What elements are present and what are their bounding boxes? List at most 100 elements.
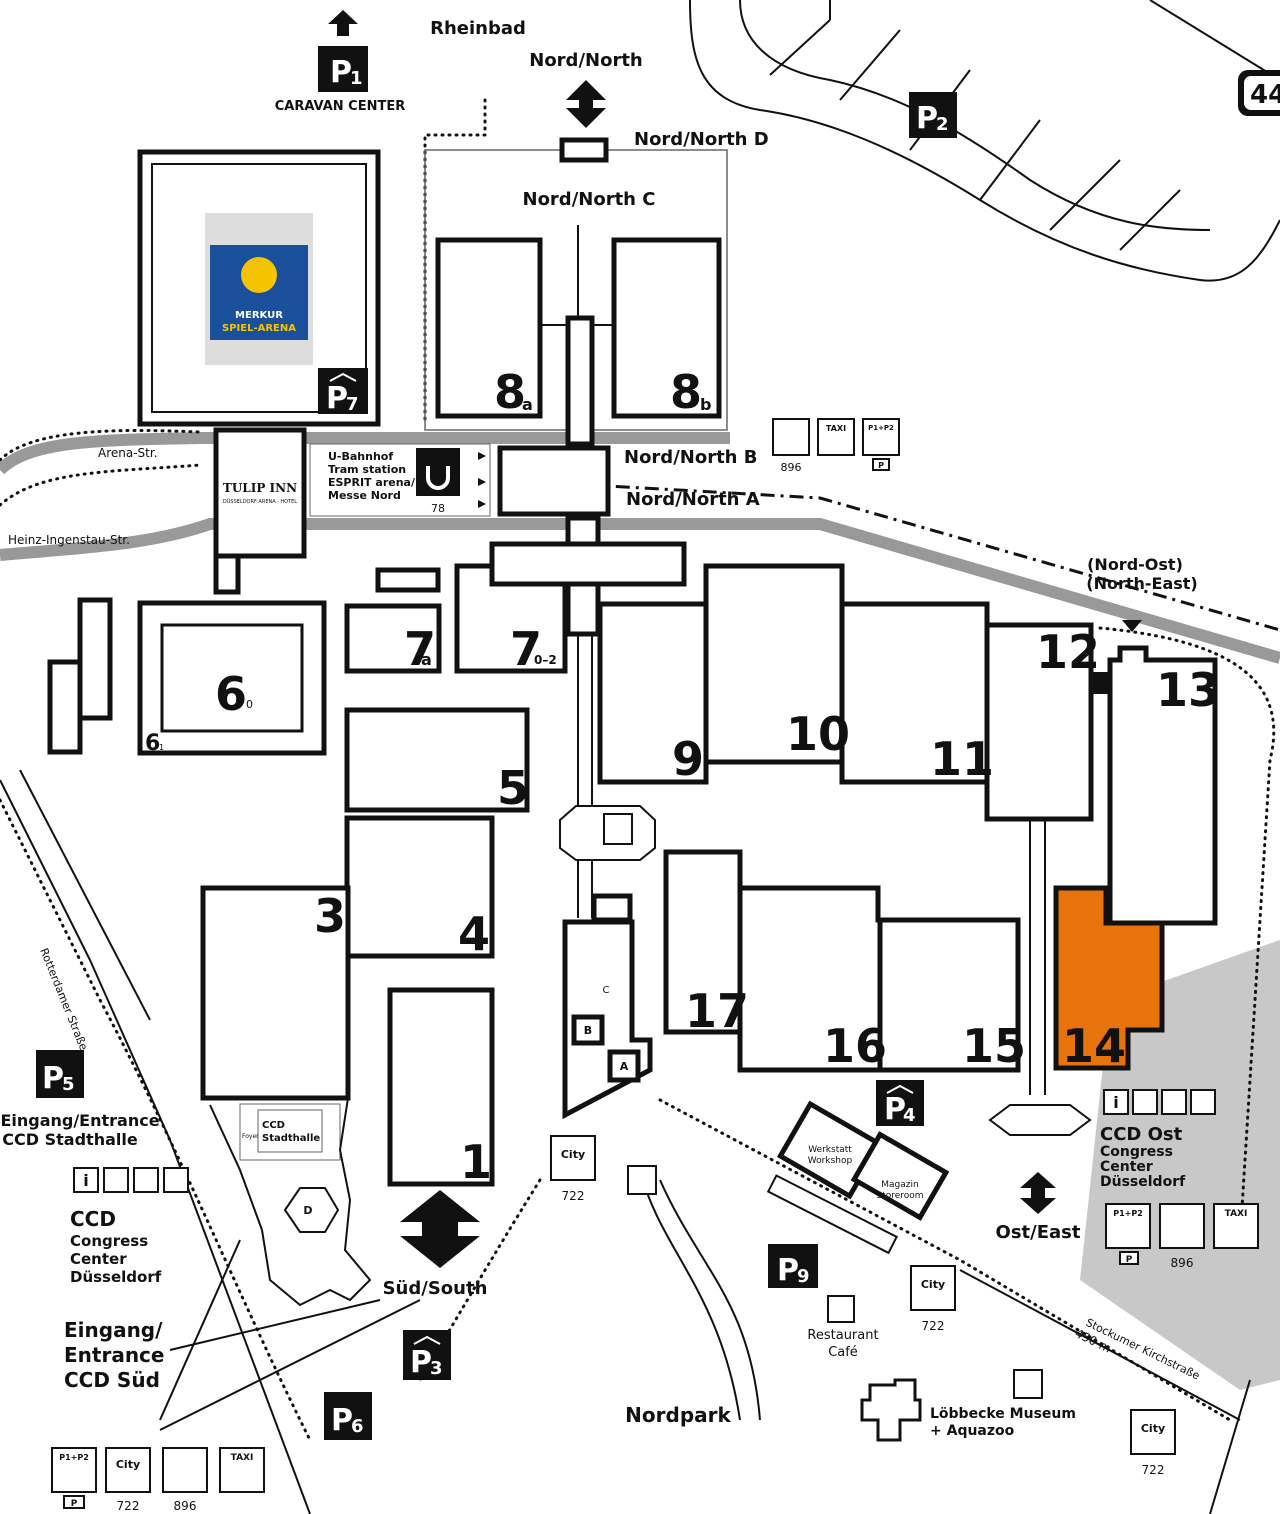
building-west-1 — [77, 597, 113, 721]
svg-text:P: P — [1126, 1255, 1133, 1265]
nord-north-label: Nord/North — [529, 50, 643, 71]
path-dots — [1098, 626, 1276, 1242]
hall-3-number: 3 — [314, 889, 346, 943]
hall-8a[interactable] — [435, 237, 543, 419]
workshop-label1: Werkstatt — [808, 1145, 852, 1155]
hall-1[interactable] — [387, 987, 495, 1187]
wheelchair-icon — [163, 1167, 189, 1193]
caravan-center-label: CARAVAN CENTER — [275, 99, 406, 114]
hall-13-number: 13 — [1156, 663, 1220, 717]
hall-6-sub: 0 — [246, 698, 253, 711]
parking-p3[interactable]: P3 — [403, 1330, 451, 1380]
hall-7a-sub: a — [421, 650, 432, 669]
parking-p1[interactable]: P1 — [318, 46, 368, 92]
svg-text:9: 9 — [797, 1266, 810, 1287]
hall-3[interactable] — [200, 885, 351, 1101]
ne-gate-icon — [1122, 620, 1142, 632]
south-gate-label: Süd/South — [383, 1278, 488, 1299]
hall-12[interactable] — [984, 622, 1094, 822]
hall-5[interactable] — [344, 707, 530, 813]
tulip-inn-annex — [213, 553, 241, 595]
svg-text:i: i — [83, 1171, 88, 1190]
parking-p7[interactable]: P7 — [318, 368, 368, 416]
hall-8b-sub: b — [700, 395, 711, 414]
luggage-icon — [1132, 1089, 1158, 1115]
block-b-label: B — [584, 1024, 592, 1037]
svg-text:i: i — [1113, 1093, 1118, 1112]
ccd-sued-line2: Entrance — [64, 1343, 164, 1367]
block-a — [607, 1049, 641, 1083]
svg-text:P: P — [71, 1499, 78, 1509]
svg-text:896: 896 — [1171, 1256, 1194, 1270]
foyer-label: Foyer — [242, 1133, 259, 1140]
svg-text:P: P — [916, 101, 938, 136]
shuttle-icon — [862, 418, 900, 456]
svg-text:4: 4 — [903, 1105, 916, 1126]
svg-text:722: 722 — [117, 1499, 140, 1513]
hall-1-number: 1 — [460, 1135, 492, 1189]
info-icon — [1103, 1089, 1129, 1115]
ccd-title: CCD — [70, 1207, 116, 1231]
ccd-line2: Center — [70, 1250, 127, 1268]
north-walkway — [565, 315, 595, 447]
arena-street — [0, 432, 730, 475]
block-d-label: D — [303, 1204, 312, 1217]
hall-10-number: 10 — [786, 707, 850, 761]
arena-inner — [151, 163, 367, 413]
hall-11[interactable] — [839, 601, 990, 785]
south-gate-arrow — [400, 1190, 480, 1268]
storeroom — [850, 1131, 950, 1221]
station-line3: ESPRIT arena/ — [328, 476, 416, 489]
nord-b-label: Nord/North B — [624, 447, 757, 468]
parking-p9[interactable]: P9 — [768, 1244, 818, 1288]
hall-5-number: 5 — [497, 761, 529, 815]
svg-text:P: P — [878, 461, 884, 470]
nord-c-label: Nord/North C — [523, 189, 656, 210]
svg-text:P: P — [777, 1253, 799, 1288]
arena-logo-line1: MERKUR — [235, 310, 283, 321]
ccd-ost-line2: Center — [1100, 1159, 1153, 1175]
east-gate-label: Ost/East — [996, 1222, 1081, 1243]
svg-text:TAXI: TAXI — [1225, 1209, 1248, 1219]
motorway-sign: 44 — [1238, 70, 1280, 116]
svg-text:896: 896 — [781, 461, 802, 474]
hall-6[interactable] — [137, 600, 327, 756]
svg-text:P: P — [410, 1345, 432, 1380]
parking-p6[interactable]: P6 — [324, 1392, 372, 1440]
hall-17-number: 17 — [685, 984, 749, 1038]
arena-street-label: Arena-Str. — [98, 446, 158, 460]
wheelchair-icon — [1190, 1089, 1216, 1115]
nordpark-path — [639, 1169, 761, 1421]
north-d-gate — [559, 137, 609, 163]
parking-p5[interactable]: P5 — [36, 1050, 84, 1098]
svg-text:722: 722 — [562, 1189, 585, 1203]
arena-logo-line2: SPIEL-ARENA — [222, 323, 296, 334]
hall-7-sub: 0–2 — [534, 653, 557, 667]
svg-text:1: 1 — [350, 68, 363, 89]
path-dots — [0, 798, 312, 1442]
hall-7-number: 7 — [510, 622, 542, 676]
parking-p4[interactable]: P4 — [876, 1080, 924, 1127]
storeroom-label1: Magazin — [881, 1180, 918, 1190]
cafe-label: Café — [828, 1345, 858, 1360]
ccd-sued-line1: Eingang/ — [64, 1318, 163, 1342]
motorway-number: 44 — [1250, 80, 1280, 110]
stockumer-street — [959, 1269, 1251, 1514]
hall-8b[interactable] — [611, 237, 722, 419]
hall-17[interactable] — [663, 849, 743, 1035]
hall-7a[interactable] — [344, 603, 442, 674]
p2-parking-grid — [689, 0, 1280, 282]
svg-text:TAXI: TAXI — [231, 1453, 254, 1463]
hall-16[interactable] — [737, 885, 883, 1073]
hall-14[interactable] — [1053, 885, 1165, 1071]
path-dots — [0, 428, 202, 462]
stadthalle-name2: Stadthalle — [262, 1133, 320, 1144]
svg-text:5: 5 — [62, 1074, 75, 1095]
hall-8b-number: 8 — [670, 365, 702, 419]
svg-text:2: 2 — [936, 114, 949, 135]
svg-text:P1+P2: P1+P2 — [868, 424, 894, 432]
hall-15[interactable] — [877, 917, 1021, 1073]
taxi-icon — [1213, 1203, 1259, 1249]
parking-p2[interactable]: P2 — [909, 92, 957, 138]
